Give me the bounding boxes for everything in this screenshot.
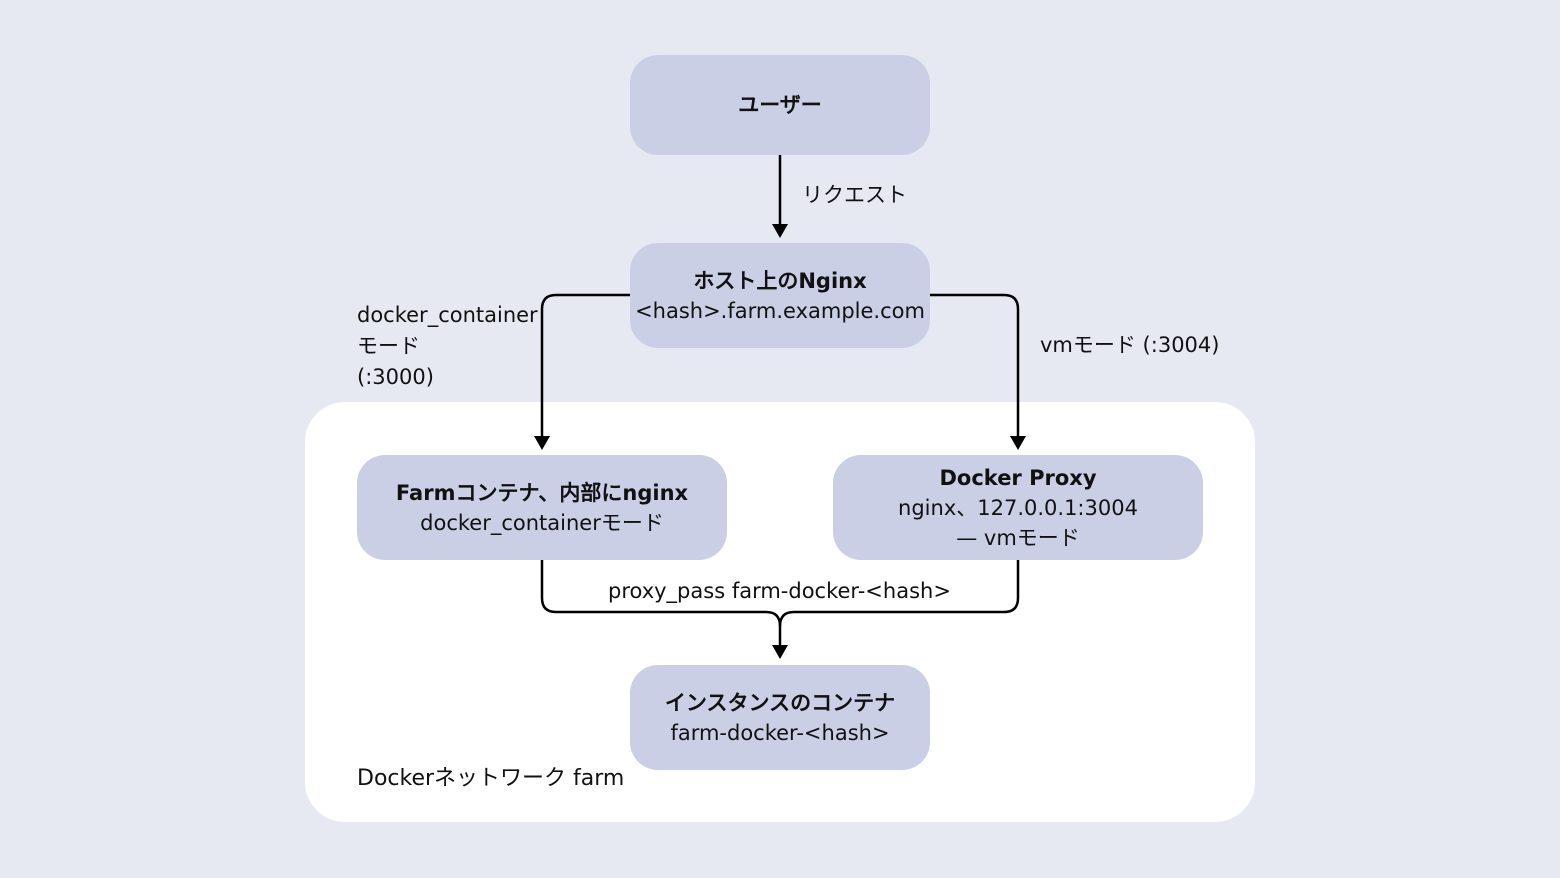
edge-label-proxy-pass: proxy_pass farm-docker-<hash> bbox=[608, 579, 951, 603]
edge-proxy-to-instance bbox=[778, 560, 1020, 627]
node-instance-container-title: インスタンスのコンテナ bbox=[664, 690, 896, 715]
edge-label-request: リクエスト bbox=[802, 183, 907, 207]
edge-label-vm-mode: vmモード (:3004) bbox=[1040, 333, 1220, 357]
arrowhead-to-nginx bbox=[772, 224, 788, 238]
arrowhead-to-farm bbox=[534, 436, 550, 450]
node-instance-container: インスタンスのコンテナ farm-docker-<hash> bbox=[630, 665, 930, 770]
node-farm-container-title: Farmコンテナ、内部にnginx bbox=[395, 480, 689, 505]
node-host-nginx-host: <hash>.farm.example.com bbox=[635, 298, 925, 323]
node-docker-proxy-address: nginx、127.0.0.1:3004 bbox=[898, 495, 1138, 520]
node-user-title: ユーザー bbox=[738, 93, 822, 117]
arrowhead-to-instance bbox=[772, 645, 788, 659]
edge-label-docker-container-line1: docker_container bbox=[357, 303, 538, 327]
edge-label-docker-container-mode: docker_container モード (:3000) bbox=[357, 300, 538, 393]
node-farm-container: Farmコンテナ、内部にnginx docker_containerモード bbox=[357, 455, 727, 560]
node-docker-proxy: Docker Proxy nginx、127.0.0.1:3004 — vmモー… bbox=[833, 455, 1203, 560]
node-farm-container-mode: docker_containerモード bbox=[420, 510, 664, 535]
edge-label-docker-container-line3: (:3000) bbox=[357, 365, 434, 389]
node-instance-container-name: farm-docker-<hash> bbox=[670, 720, 890, 745]
node-user: ユーザー bbox=[630, 55, 930, 155]
node-host-nginx-title: ホスト上のNginx bbox=[693, 268, 867, 293]
edge-nginx-to-proxy bbox=[930, 293, 1020, 436]
node-docker-proxy-mode: — vmモード bbox=[956, 525, 1080, 550]
arrowhead-to-proxy bbox=[1010, 436, 1026, 450]
node-docker-proxy-title: Docker Proxy bbox=[939, 465, 1097, 490]
edge-nginx-to-farm bbox=[540, 293, 630, 436]
edge-label-docker-container-line2: モード bbox=[357, 334, 420, 358]
docker-network-label: Dockerネットワーク farm bbox=[357, 766, 625, 791]
edge-farm-to-instance bbox=[540, 560, 782, 645]
node-host-nginx: ホスト上のNginx <hash>.farm.example.com bbox=[630, 243, 930, 348]
